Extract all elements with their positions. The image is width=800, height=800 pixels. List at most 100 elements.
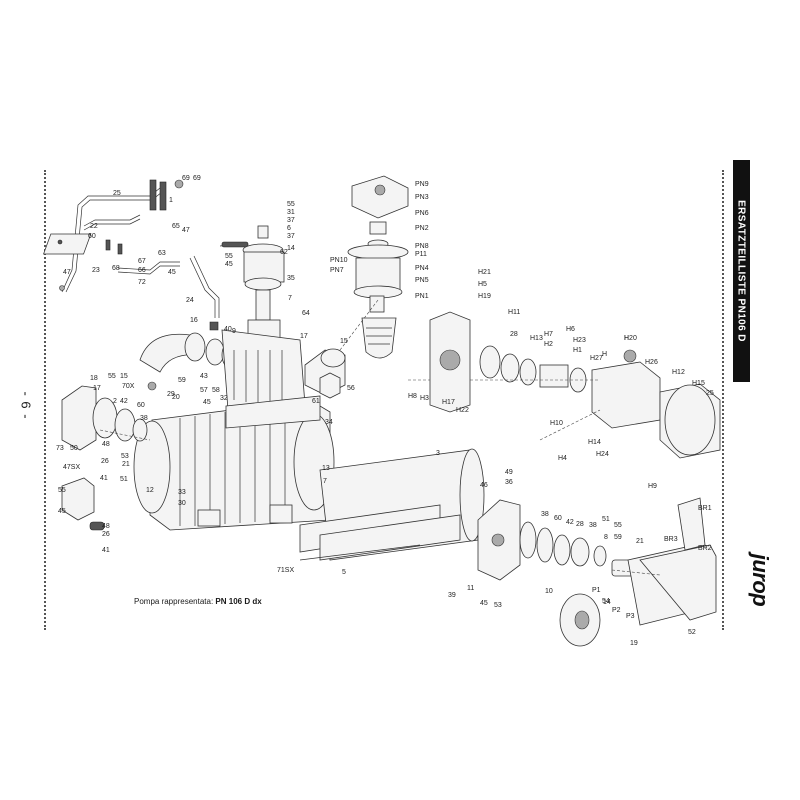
part-label: 21 [636,538,644,545]
part-label: 36 [505,479,513,486]
part-label: 34 [325,419,333,426]
part-label: H [602,351,607,358]
part-label: 8 [604,534,608,541]
part-label: 30 [178,500,186,507]
part-label: 62 [280,249,288,256]
part-label: 1 [169,197,173,204]
part-label: 42 [120,398,128,405]
part-label: 9 [232,328,236,335]
part-label: PN8 [415,243,429,250]
part-label: 37 [287,217,295,224]
part-label: 40 [224,326,232,333]
part-label: H3 [420,395,429,402]
part-label: 69 [182,175,190,182]
part-label: 17 [93,385,101,392]
part-label: 56 [347,385,355,392]
part-label: H24 [596,451,609,458]
part-label: 55 [58,487,66,494]
part-label: 47SX [63,464,80,471]
part-label: 13 [322,465,330,472]
part-label: H10 [550,420,563,427]
part-label: 39 [448,592,456,599]
part-label: PN4 [415,265,429,272]
part-label: 7 [288,295,292,302]
part-label: 26 [101,458,109,465]
part-label: 70X [122,383,135,390]
part-label: 5 [342,569,346,576]
part-label: 14 [603,599,611,606]
sidebar-band [733,160,750,382]
part-label: 15 [120,373,128,380]
part-label: 63 [158,250,166,257]
part-label: 57 [200,387,208,394]
part-label: H21 [478,269,491,276]
rotor-and-vanes [299,448,485,561]
part-label: H12 [672,369,685,376]
part-label: PN2 [415,225,429,232]
part-label: 45 [58,508,66,515]
figure-caption: Pompa rappresentata: PN 106 D dx [134,597,262,606]
part-label: P2 [612,607,621,614]
part-label: 51 [120,476,128,483]
part-label: 45 [168,269,176,276]
suction-elbow-group [139,332,346,399]
part-label: 52 [688,629,696,636]
part-label: 23 [92,267,100,274]
part-label: 41 [102,547,110,554]
part-label: 55 [108,373,116,380]
part-label: 10 [545,588,553,595]
part-label: H15 [692,380,705,387]
right-margin-rule [722,170,724,630]
part-label: H20 [624,335,637,342]
part-label: H1 [573,347,582,354]
part-label: 29 [167,391,175,398]
part-label: 50 [70,445,78,452]
part-label: 2 [113,398,117,405]
part-label: 47 [63,269,71,276]
part-label: 28 [576,521,584,528]
part-label: 11 [467,585,474,592]
part-label: 45 [203,399,211,406]
part-label: 53 [121,453,129,460]
part-label: H13 [530,335,543,342]
part-label: 45 [480,600,488,607]
part-label: 54 [602,598,610,605]
part-label: 33 [178,489,186,496]
part-label: 38 [541,511,549,518]
part-label: PN5 [415,277,429,284]
part-label: 53 [494,602,502,609]
part-label: PN1 [415,293,429,300]
pipe-assembly [43,179,220,331]
part-label: H19 [478,293,491,300]
pulley-and-guard [559,497,717,647]
part-label: H [624,335,629,342]
part-label: 42 [566,519,574,526]
part-label: 55 [225,253,233,260]
part-label: 49 [505,469,513,476]
part-label: 59 [178,377,186,384]
part-label: 41 [100,475,108,482]
caption-model: PN 106 D dx [215,597,262,606]
part-label: 60 [88,233,96,240]
part-label: 60 [137,402,145,409]
part-label: H4 [558,455,567,462]
part-label: 16 [190,317,198,324]
part-label: 64 [302,310,310,317]
part-label: H6 [566,326,575,333]
gearbox-group [429,311,721,459]
part-label: 32 [220,395,228,402]
part-label: 19 [630,640,638,647]
part-label: 67 [138,258,146,265]
part-label: P1 [592,587,601,594]
part-label: 43 [200,373,208,380]
part-label: H26 [645,359,658,366]
part-label: 72 [138,279,146,286]
part-label: 55 [614,522,622,529]
part-label: 17 [300,333,308,340]
part-label: 20 [172,394,180,401]
part-label: 48 [102,523,110,530]
part-label: 38 [140,415,148,422]
part-label: BR1 [698,505,712,512]
part-label: H23 [573,337,586,344]
